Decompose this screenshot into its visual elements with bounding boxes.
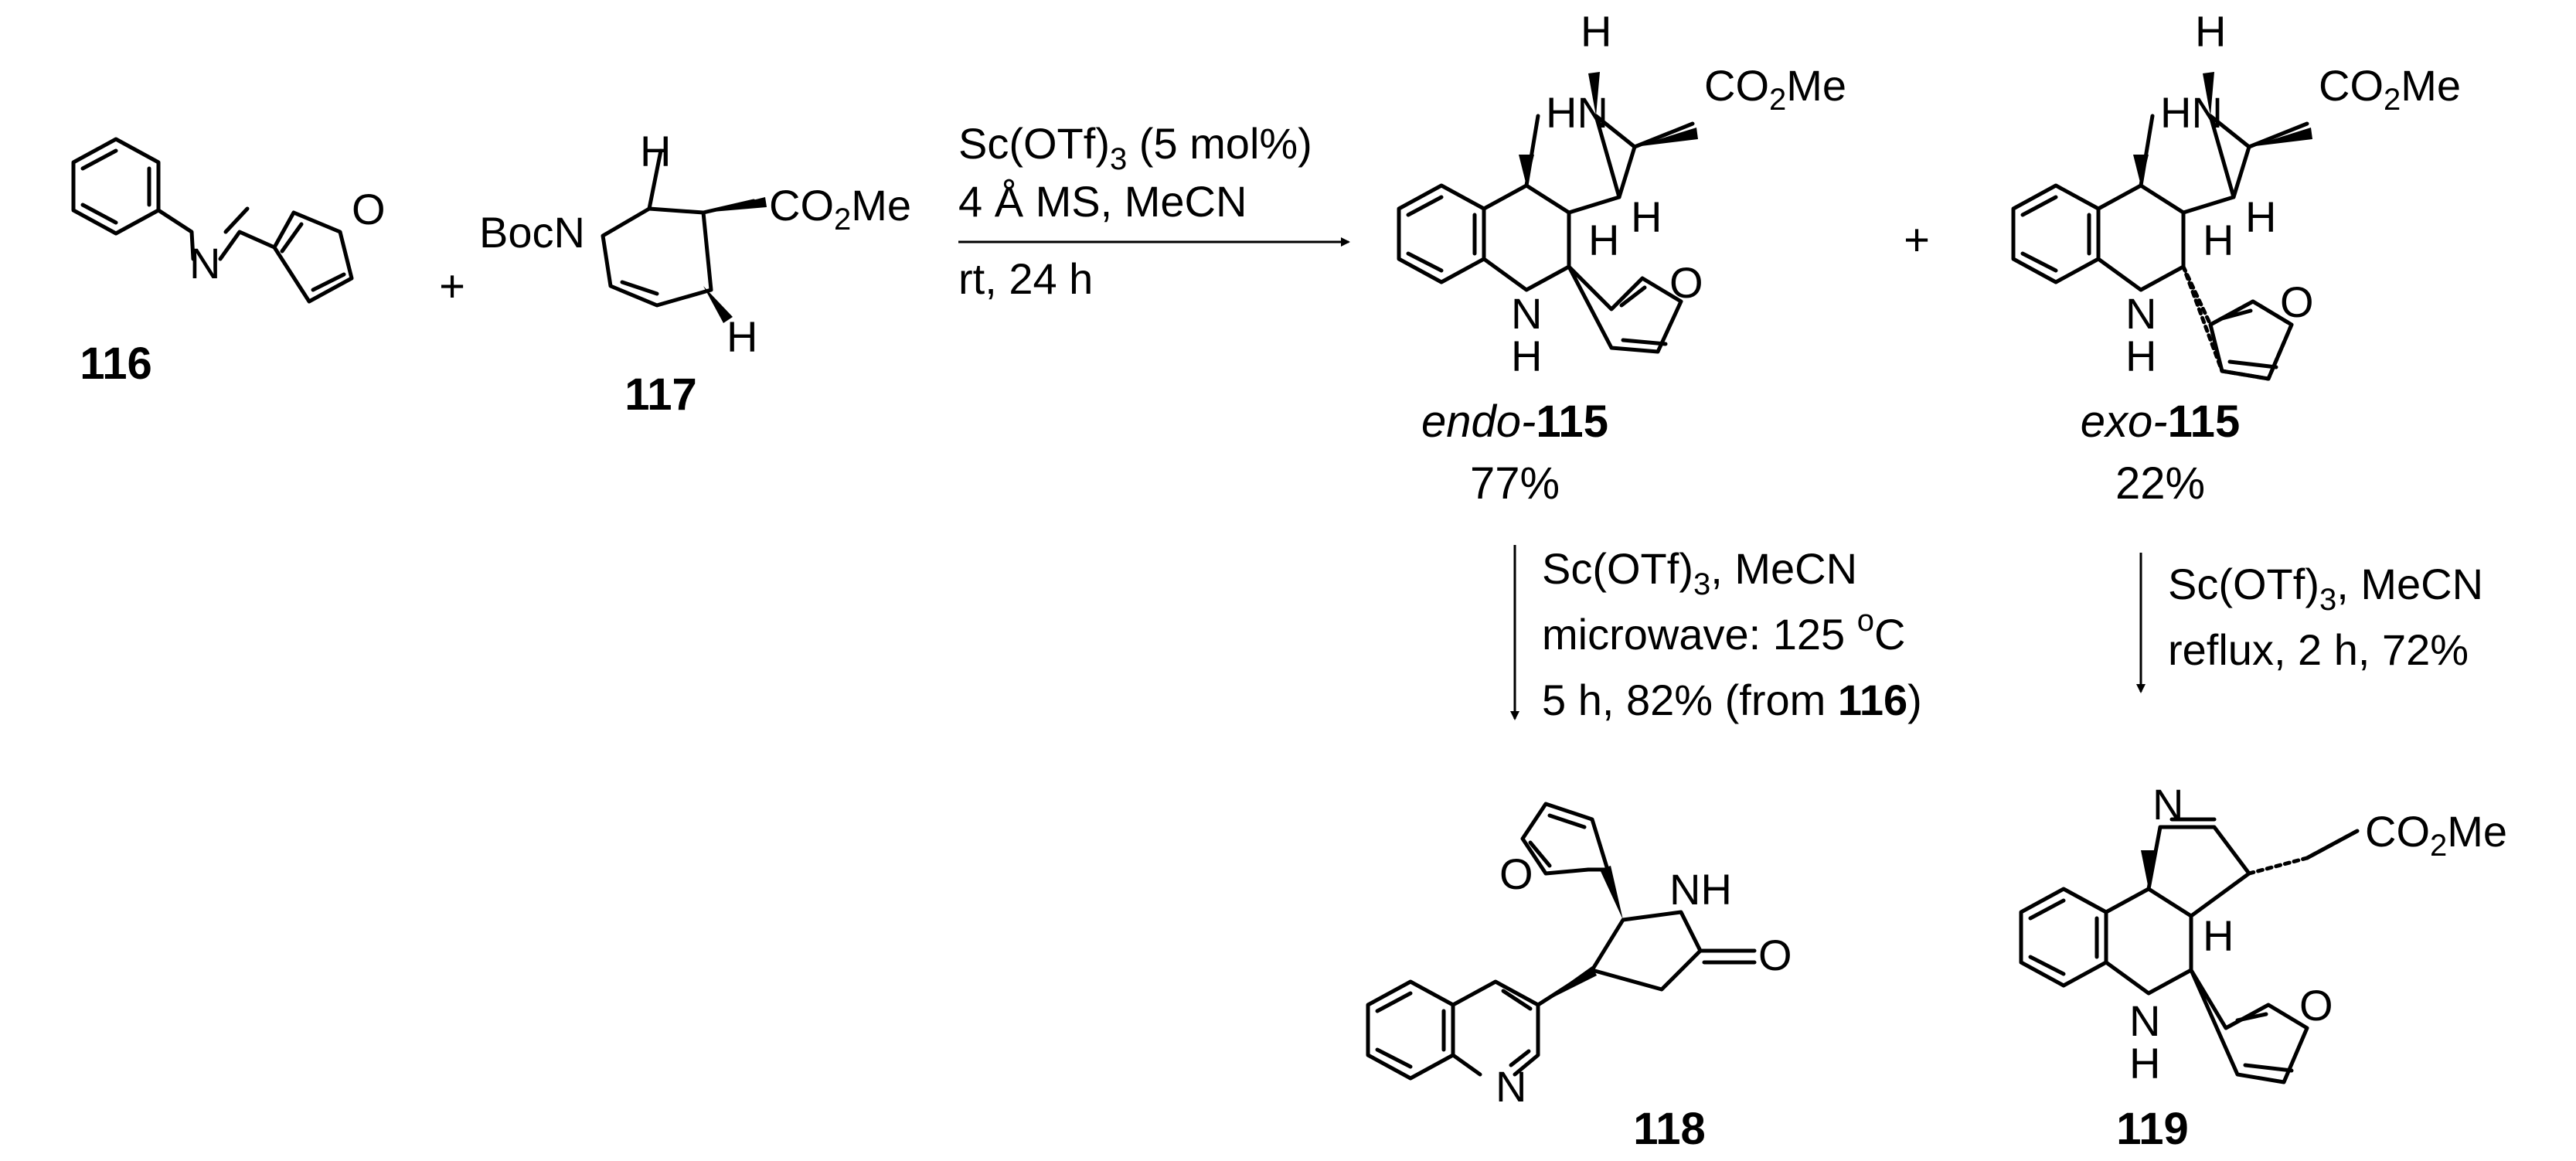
condition-left-line2: microwave: 125 oC	[1542, 604, 1905, 659]
condition-right-line1: Sc(OTf)3, MeCN	[2168, 560, 2483, 617]
atom-n: N	[1496, 1062, 1526, 1111]
yield-endo: 77%	[1470, 458, 1560, 509]
atom-h: H	[2195, 7, 2226, 56]
atom-o: O	[2299, 981, 2333, 1030]
structure-119: N H N H O CO2Me	[2019, 780, 2507, 1088]
compound-label-116: 116	[80, 339, 152, 389]
atom-n: N	[1511, 289, 1542, 338]
atom-n: N	[189, 239, 220, 288]
atom-h: H	[1631, 192, 1662, 241]
condition-right-line2: reflux, 2 h, 72%	[2168, 625, 2469, 674]
atom-h: H	[1581, 7, 1611, 56]
atom-h: H	[2129, 1039, 2160, 1088]
structure-116: N O	[71, 137, 386, 304]
condition-main-line3: rt, 24 h	[958, 254, 1093, 303]
atom-hn: HN	[1546, 88, 1608, 137]
yield-exo: 22%	[2115, 458, 2205, 509]
group-co2me: CO2Me	[2319, 61, 2461, 117]
condition-left-line3: 5 h, 82% (from 116)	[1542, 676, 1922, 724]
atom-h: H	[2245, 192, 2276, 241]
compound-label-exo-115: exo-115	[2081, 397, 2240, 447]
atom-n: N	[2152, 780, 2183, 829]
compound-label-118: 118	[1633, 1104, 1706, 1154]
atom-o: O	[2280, 277, 2314, 326]
atom-o: O	[1499, 849, 1533, 898]
atom-h-bottom: H	[727, 312, 757, 361]
atom-h: H	[2203, 216, 2234, 264]
compound-label-117: 117	[624, 369, 697, 420]
condition-left-line1: Sc(OTf)3, MeCN	[1542, 544, 1857, 601]
atom-h: H	[2125, 332, 2156, 380]
group-co2me: CO2Me	[769, 181, 911, 237]
compound-label-endo-115: endo-115	[1421, 397, 1608, 447]
atom-h: H	[1588, 216, 1619, 264]
plus-sign: +	[1904, 215, 1930, 265]
atom-o: O	[1758, 931, 1792, 979]
atom-bocn: BocN	[479, 208, 585, 257]
structure-exo-115: HN H H H N H O CO2Me	[2011, 7, 2461, 381]
atom-h: H	[2203, 911, 2234, 960]
atom-o: O	[352, 185, 386, 233]
atom-h: H	[1511, 332, 1542, 380]
compound-label-119: 119	[2116, 1104, 2189, 1154]
atom-hn: HN	[2160, 88, 2223, 137]
group-co2me: CO2Me	[1704, 61, 1846, 117]
condition-main-line1: Sc(OTf)3 (5 mol%)	[958, 119, 1312, 176]
atom-o: O	[1669, 258, 1703, 307]
atom-nh: NH	[1669, 865, 1732, 914]
atom-h-top: H	[640, 127, 671, 175]
structure-endo-115: HN H H H N H O CO2Me	[1397, 7, 1846, 380]
structure-118: N NH O O	[1366, 802, 1792, 1111]
atom-n: N	[2125, 289, 2156, 338]
group-co2me: CO2Me	[2365, 807, 2507, 863]
structure-117: BocN H H CO2Me	[479, 127, 911, 361]
plus-sign: +	[439, 261, 465, 312]
atom-n: N	[2129, 996, 2160, 1045]
condition-main-line2: 4 Å MS, MeCN	[958, 177, 1247, 226]
